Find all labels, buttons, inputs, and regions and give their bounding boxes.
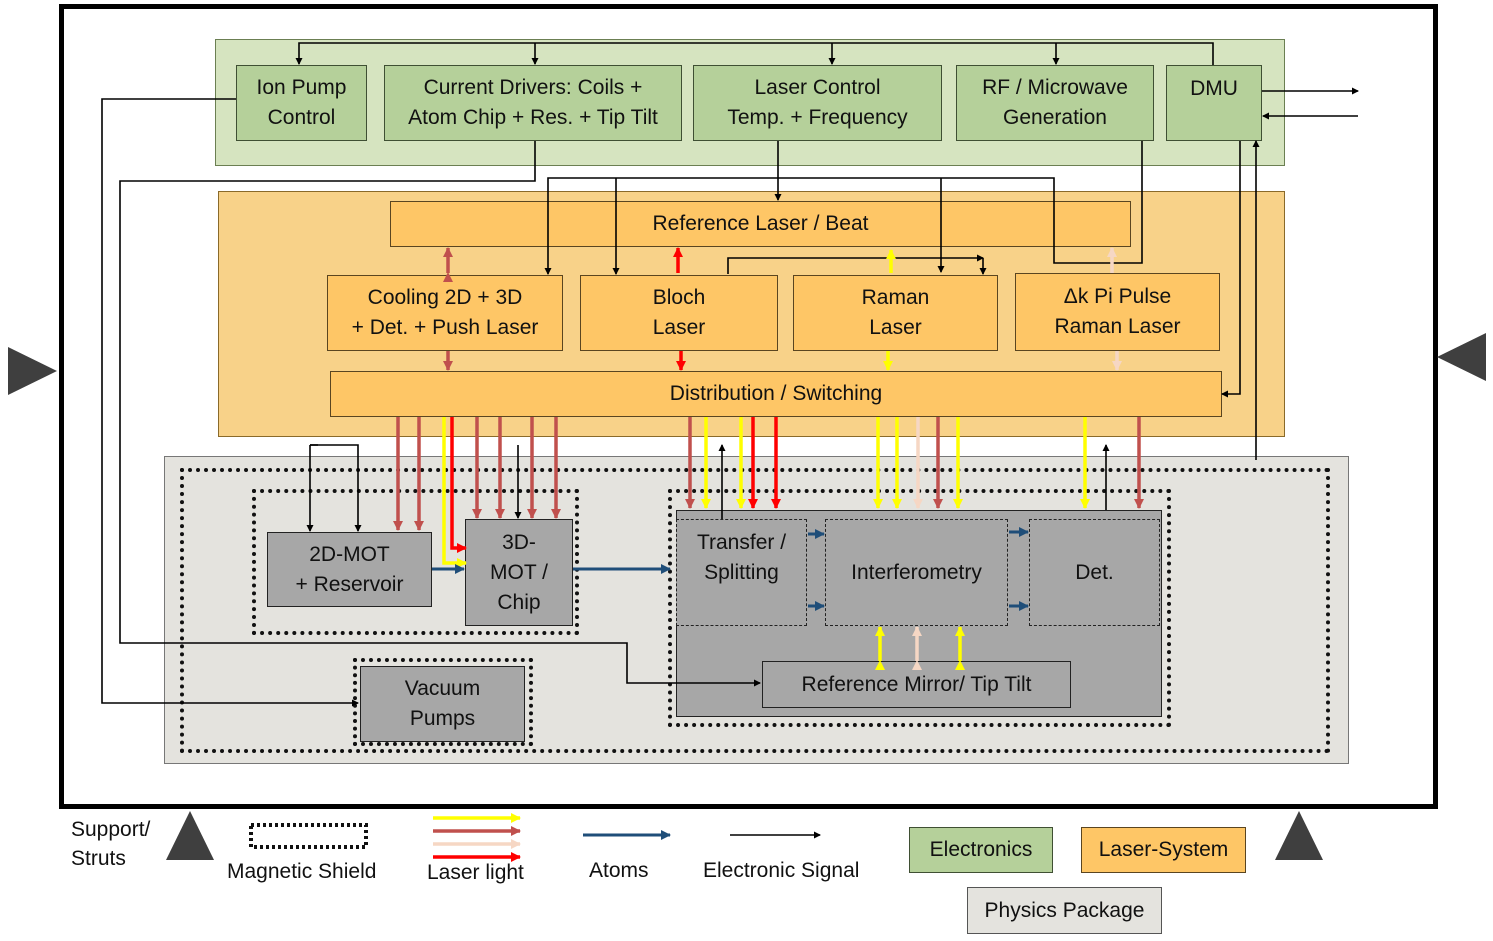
signal-line	[544, 141, 1143, 275]
current-drivers: Current Drivers: Coils + Atom Chip + Res…	[384, 65, 682, 141]
transfer-splitting: Transfer / Splitting	[676, 519, 807, 626]
rf-microwave-generation: RF / Microwave Generation	[956, 65, 1154, 141]
cooling-laser: Cooling 2D + 3D + Det. + Push Laser	[327, 275, 563, 351]
atom-path-lines	[432, 527, 1029, 840]
raman-laser: Raman Laser	[793, 275, 998, 351]
laser-beam	[450, 417, 467, 553]
signal-line	[310, 444, 362, 532]
dmu: DMU	[1166, 65, 1262, 141]
mot-2d-reservoir: 2D-MOT + Reservoir	[267, 532, 432, 607]
signal-line	[119, 141, 761, 687]
reference-laser: Reference Laser / Beat	[390, 201, 1131, 247]
support-left-triangle	[8, 347, 57, 395]
support-struts	[8, 333, 1486, 860]
mot-3d-chip: 3D- MOT / Chip	[465, 519, 573, 626]
distribution-switching: Distribution / Switching	[330, 371, 1222, 417]
detection: Det.	[1029, 519, 1160, 626]
laser-control: Laser Control Temp. + Frequency	[693, 65, 942, 141]
support-bottom-left-triangle	[166, 811, 214, 860]
legend-laser-system: Laser-System	[1081, 827, 1246, 873]
laser-beam	[442, 417, 467, 568]
laser-light-lines	[393, 247, 1144, 862]
electronic-signal-lines	[101, 42, 1359, 839]
support-right-triangle	[1437, 333, 1486, 381]
legend-shield-label: Magnetic Shield	[227, 860, 377, 883]
dk-pi-pulse-raman-laser: Δk Pi Pulse Raman Laser	[1015, 273, 1220, 351]
signal-line	[1221, 141, 1241, 398]
interferometry: Interferometry	[825, 519, 1008, 626]
legend-physics-package: Physics Package	[967, 887, 1162, 934]
support-bottom-right-triangle	[1275, 811, 1323, 860]
signal-line	[727, 254, 984, 274]
bloch-laser: Bloch Laser	[580, 275, 778, 351]
legend-support-label: Support/ Struts	[71, 818, 151, 870]
signal-line	[295, 42, 1214, 65]
magnetic-shield-mot	[252, 489, 579, 635]
instrument-frame	[59, 4, 1438, 809]
vacuum-pumps: Vacuum Pumps	[360, 666, 525, 742]
ion-pump-control: Ion Pump Control	[236, 65, 367, 141]
legend-graphics	[249, 823, 368, 849]
legend-atoms-label: Atoms	[589, 859, 649, 882]
legend-electronics: Electronics	[909, 827, 1053, 873]
legend-laser-label: Laser light	[427, 861, 524, 884]
legend-shield-swatch	[249, 823, 368, 849]
magnetic-shield-outer	[180, 468, 1330, 753]
legend-signal-label: Electronic Signal	[703, 859, 860, 882]
signal-line	[101, 98, 359, 707]
